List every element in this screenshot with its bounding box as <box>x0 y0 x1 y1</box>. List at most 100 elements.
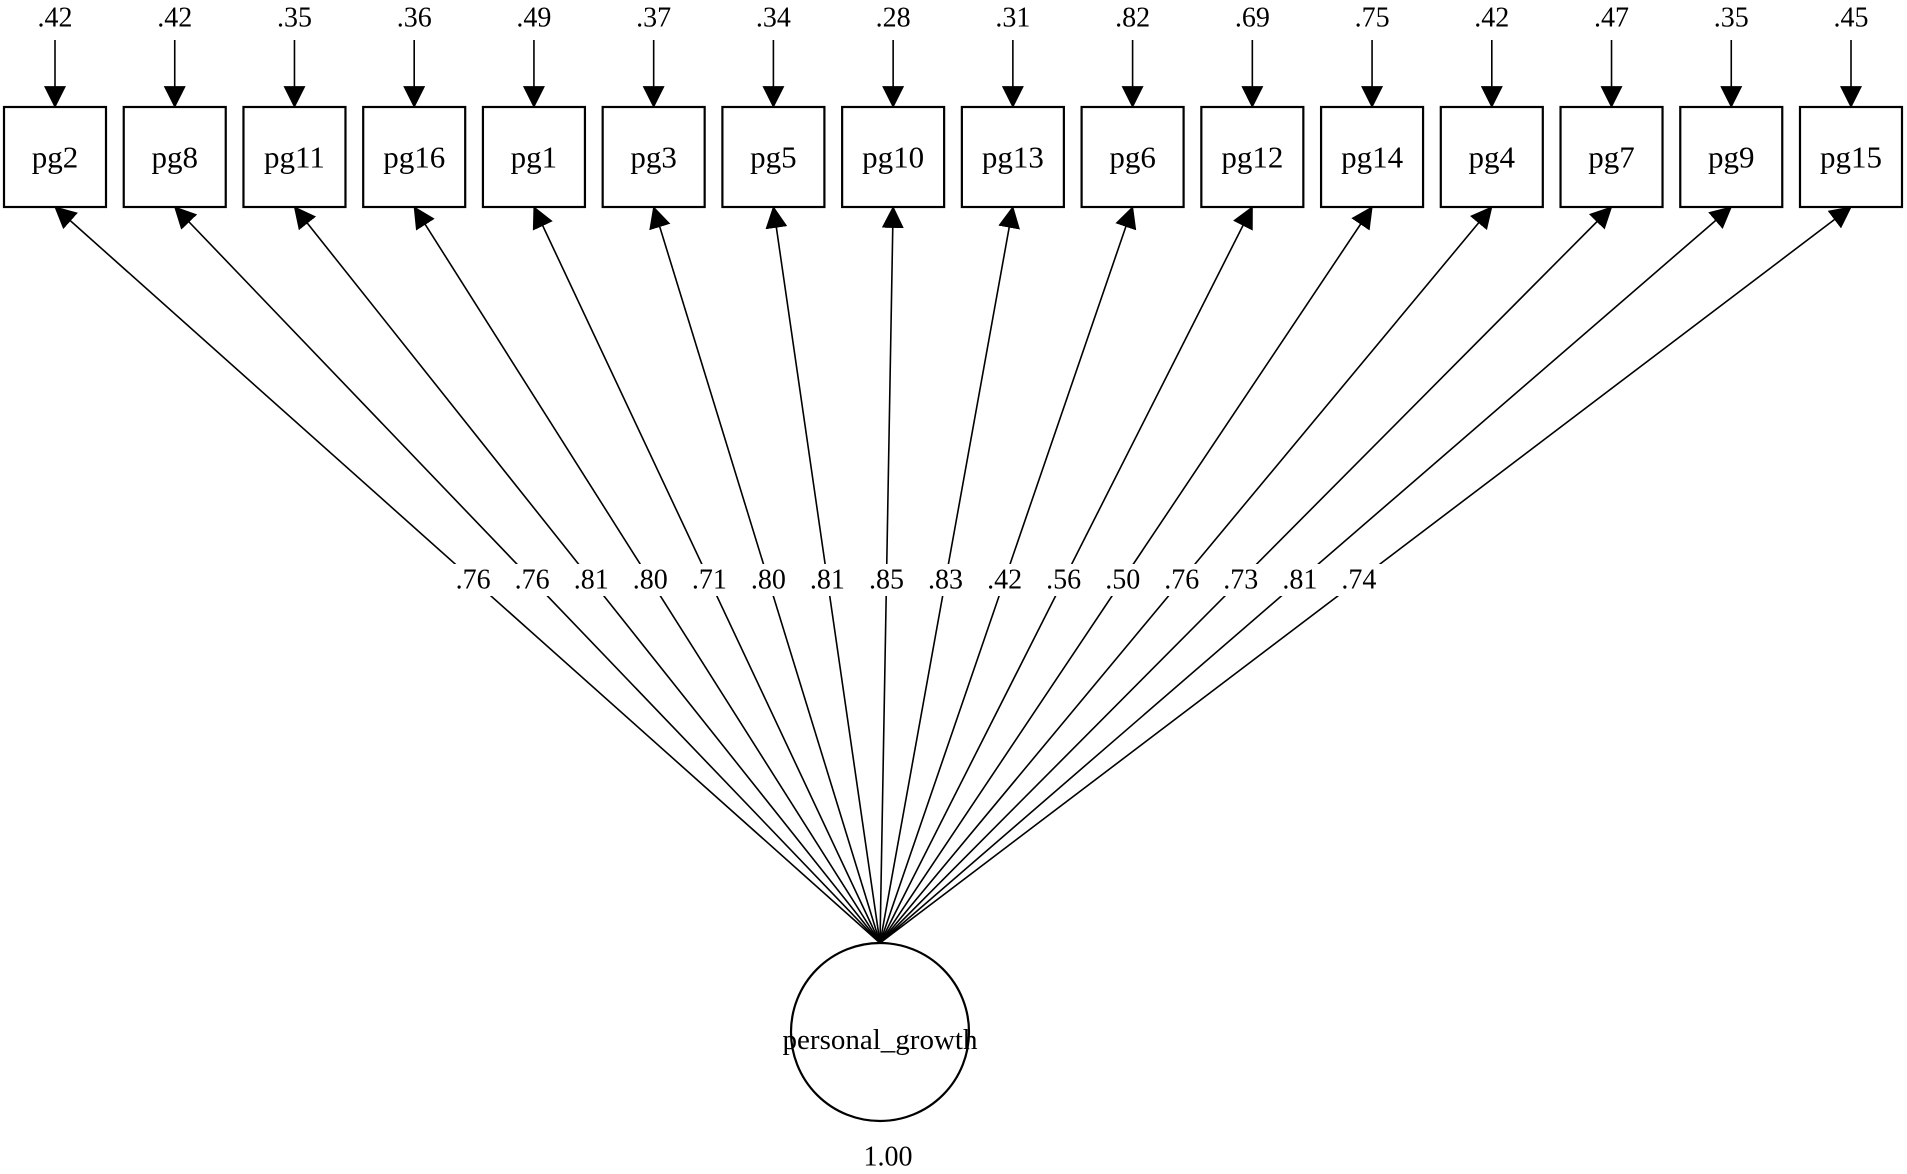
indicator-pg11: .35 pg11 <box>242 3 347 209</box>
loading-label: .76 <box>1164 565 1199 596</box>
loading-label-background <box>862 564 911 596</box>
loading-label: .50 <box>1105 565 1140 596</box>
error-variance-label: .47 <box>1594 3 1629 34</box>
indicator-pg4: .42 pg4 <box>1439 3 1544 209</box>
error-variance-label: .35 <box>1714 3 1749 34</box>
indicator-label: pg10 <box>862 140 924 175</box>
indicator-label: pg8 <box>151 140 198 175</box>
error-variance-label: .36 <box>397 3 432 34</box>
indicator-box <box>721 105 826 209</box>
indicator-pg5: .34 pg5 <box>721 3 826 209</box>
indicator-pg13: .31 pg13 <box>960 3 1065 209</box>
indicator-label: pg4 <box>1469 140 1516 175</box>
loading-label: .85 <box>869 565 904 596</box>
error-variance-label: .69 <box>1235 3 1270 34</box>
indicator-box <box>362 105 467 209</box>
indicator-box <box>122 105 227 209</box>
loading-label-background <box>980 564 1029 596</box>
indicator-box <box>242 105 347 209</box>
indicator-box <box>1080 105 1185 209</box>
loading-label-background <box>685 564 734 596</box>
loading-label: .74 <box>1341 565 1376 596</box>
indicator-pg9: .35 pg9 <box>1679 3 1784 209</box>
indicator-label: pg14 <box>1341 140 1404 175</box>
indicator-box <box>841 105 946 209</box>
loading-label-background <box>1275 564 1324 596</box>
indicator-label: pg9 <box>1708 140 1755 175</box>
loading-label-background <box>449 564 498 596</box>
loading-label-background <box>1039 564 1088 596</box>
indicator-box <box>2 105 108 209</box>
indicator-pg1: .49 pg1 <box>481 3 587 209</box>
loading-label: .76 <box>515 565 550 596</box>
loading-paths: .76 .76 .81 .80 .71 .80 .81 .85 .83 .42 .56 .50 .76.… <box>54 205 1852 944</box>
error-variance-label: .45 <box>1834 3 1869 34</box>
indicator-label: pg5 <box>750 140 797 175</box>
indicator-box <box>1559 105 1664 209</box>
error-variance-label: .42 <box>38 3 73 34</box>
indicator-box <box>960 105 1065 209</box>
loading-label: .76 <box>456 565 491 596</box>
error-variance-label: .42 <box>157 3 192 34</box>
error-variance-label: .34 <box>756 3 791 34</box>
loading-label: .81 <box>810 565 845 596</box>
indicator-pg12: .69 pg12 <box>1200 3 1305 209</box>
error-variance-label: .82 <box>1115 3 1150 34</box>
error-variance-label: .28 <box>876 3 911 34</box>
indicator-pg3: .37 pg3 <box>601 3 706 209</box>
loading-label-background <box>1098 564 1147 596</box>
indicator-box <box>481 105 587 209</box>
loading-label: .81 <box>574 565 609 596</box>
indicator-pg14: .75 pg14 <box>1319 3 1425 209</box>
loading-label: .80 <box>633 565 668 596</box>
latent-label: personal_growth <box>783 1024 978 1056</box>
indicator-label: pg6 <box>1109 140 1156 175</box>
latent-circle <box>789 941 971 1123</box>
loading-label: .56 <box>1046 565 1081 596</box>
indicator-box <box>1798 105 1904 209</box>
error-variance-label: .31 <box>995 3 1030 34</box>
indicator-box <box>1200 105 1305 209</box>
indicator-label: pg16 <box>383 140 445 175</box>
loading-label: .83 <box>928 565 963 596</box>
indicator-label: pg2 <box>32 140 79 175</box>
loading-label-background <box>567 564 616 596</box>
indicator-label: pg3 <box>630 140 677 175</box>
loading-label-background <box>1157 564 1206 596</box>
indicator-pg8: .42 pg8 <box>122 3 227 209</box>
loading-label: .73 <box>1223 565 1258 596</box>
loading-label: .71 <box>692 565 727 596</box>
latent-factor: personal_growth 1.00 <box>783 941 978 1173</box>
indicator-pg2: .42 pg2 <box>2 3 108 209</box>
indicator-box <box>1319 105 1425 209</box>
indicator-box <box>601 105 706 209</box>
indicator-pg6: .82 pg6 <box>1080 3 1185 209</box>
indicator-pg10: .28 pg10 <box>841 3 946 209</box>
latent-variance-label: 1.00 <box>864 1142 913 1173</box>
error-variance-label: .49 <box>516 3 551 34</box>
error-variance-label: .35 <box>277 3 312 34</box>
indicator-label: pg13 <box>982 140 1044 175</box>
error-variance-label: .75 <box>1355 3 1390 34</box>
loading-label: .42 <box>987 565 1022 596</box>
loading-label-background <box>1334 564 1383 596</box>
loading-label: .80 <box>751 565 786 596</box>
loading-label-background <box>626 564 675 596</box>
loading-label-background <box>1216 564 1265 596</box>
indicator-box <box>1439 105 1544 209</box>
indicator-label: pg1 <box>511 140 558 175</box>
indicator-box <box>1679 105 1784 209</box>
indicator-pg16: .36 pg16 <box>362 3 467 209</box>
loading-label-background <box>744 564 793 596</box>
loading-label-background <box>803 564 852 596</box>
indicator-label: pg12 <box>1221 140 1283 175</box>
error-variance-label: .42 <box>1474 3 1509 34</box>
indicator-label: pg7 <box>1588 140 1635 175</box>
loading-label-background <box>508 564 557 596</box>
indicator-label: pg11 <box>264 140 325 175</box>
error-variance-label: .37 <box>636 3 671 34</box>
indicator-nodes: .42pg2.42pg8.35pg11.36pg16.49pg1.37pg3.3… <box>2 3 1904 209</box>
loading-label: .81 <box>1282 565 1317 596</box>
